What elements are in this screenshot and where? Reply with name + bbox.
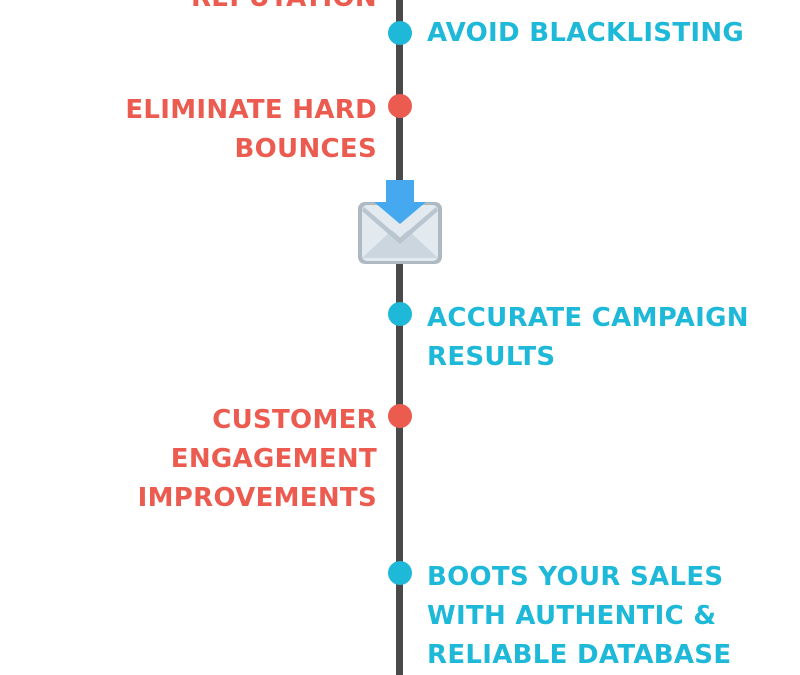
timeline-dot-right: [388, 561, 412, 585]
timeline-dot-right: [388, 21, 412, 45]
timeline-item-reputation: REPUTATION: [191, 0, 377, 18]
timeline-item-boost-sales: BOOTS YOUR SALES WITH AUTHENTIC & RELIAB…: [427, 562, 732, 670]
timeline-item-avoid-blacklisting: AVOID BLACKLISTING: [427, 18, 745, 48]
timeline-dot-left: [388, 94, 412, 118]
timeline-item-accurate-campaign-results: ACCURATE CAMPAIGN RESULTS: [427, 303, 749, 372]
timeline-item-customer-engagement: CUSTOMER ENGAGEMENT IMPROVEMENTS: [137, 405, 377, 513]
timeline-item-eliminate-hard-bounces: ELIMINATE HARD BOUNCES: [125, 95, 377, 164]
timeline-dot-left: [388, 404, 412, 428]
timeline-dot-right: [388, 302, 412, 326]
timeline-line: [396, 0, 403, 675]
envelope-download-icon: [358, 180, 442, 264]
